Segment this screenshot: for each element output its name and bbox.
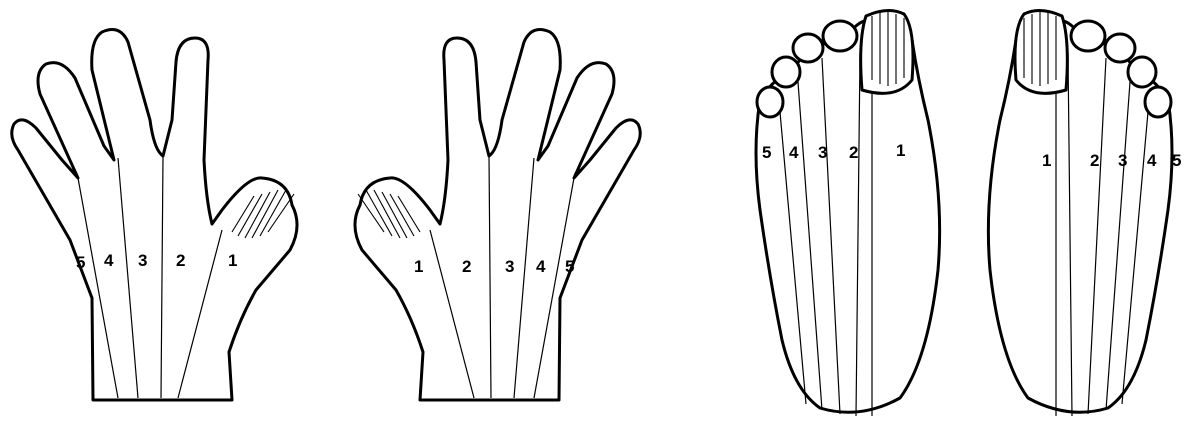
left-hand-outline: [12, 30, 297, 400]
left-hand: 5 4 3 2 1: [12, 30, 297, 400]
zone-label: 1: [228, 251, 237, 270]
zone-label: 3: [138, 251, 147, 270]
toe-5: [1145, 87, 1171, 117]
zone-label: 5: [76, 253, 85, 272]
zone-label: 1: [896, 141, 905, 160]
zone-label: 1: [414, 257, 423, 276]
toe-3: [1105, 34, 1135, 62]
zone-label: 2: [176, 251, 185, 270]
zone-label: 3: [505, 257, 514, 276]
zone-label: 2: [1090, 151, 1099, 170]
left-foot: 5 4 3 2 1: [756, 10, 940, 416]
toe-5: [757, 87, 783, 117]
zone-label: 3: [1118, 151, 1127, 170]
big-toe: [861, 10, 913, 93]
zone-label: 5: [762, 143, 771, 162]
right-foot: [988, 10, 1172, 416]
right-hand-outline: [355, 30, 640, 400]
zone-label: 4: [789, 143, 799, 162]
zone-label: 5: [565, 257, 574, 276]
zone-label: 2: [462, 257, 471, 276]
big-toe: [1015, 10, 1067, 93]
toe-4: [772, 57, 800, 87]
toe-4: [1128, 57, 1156, 87]
right-hand: [355, 30, 640, 400]
toe-2: [823, 21, 857, 51]
toe-3: [793, 34, 823, 62]
zone-label: 5: [1172, 151, 1181, 170]
zone-label: 2: [849, 143, 858, 162]
zone-label: 1: [1042, 151, 1051, 170]
zone-label: 4: [1147, 151, 1157, 170]
zone-label: 4: [536, 257, 546, 276]
zone-label: 4: [104, 251, 114, 270]
zone-label: 3: [818, 143, 827, 162]
toe-2: [1071, 21, 1105, 51]
